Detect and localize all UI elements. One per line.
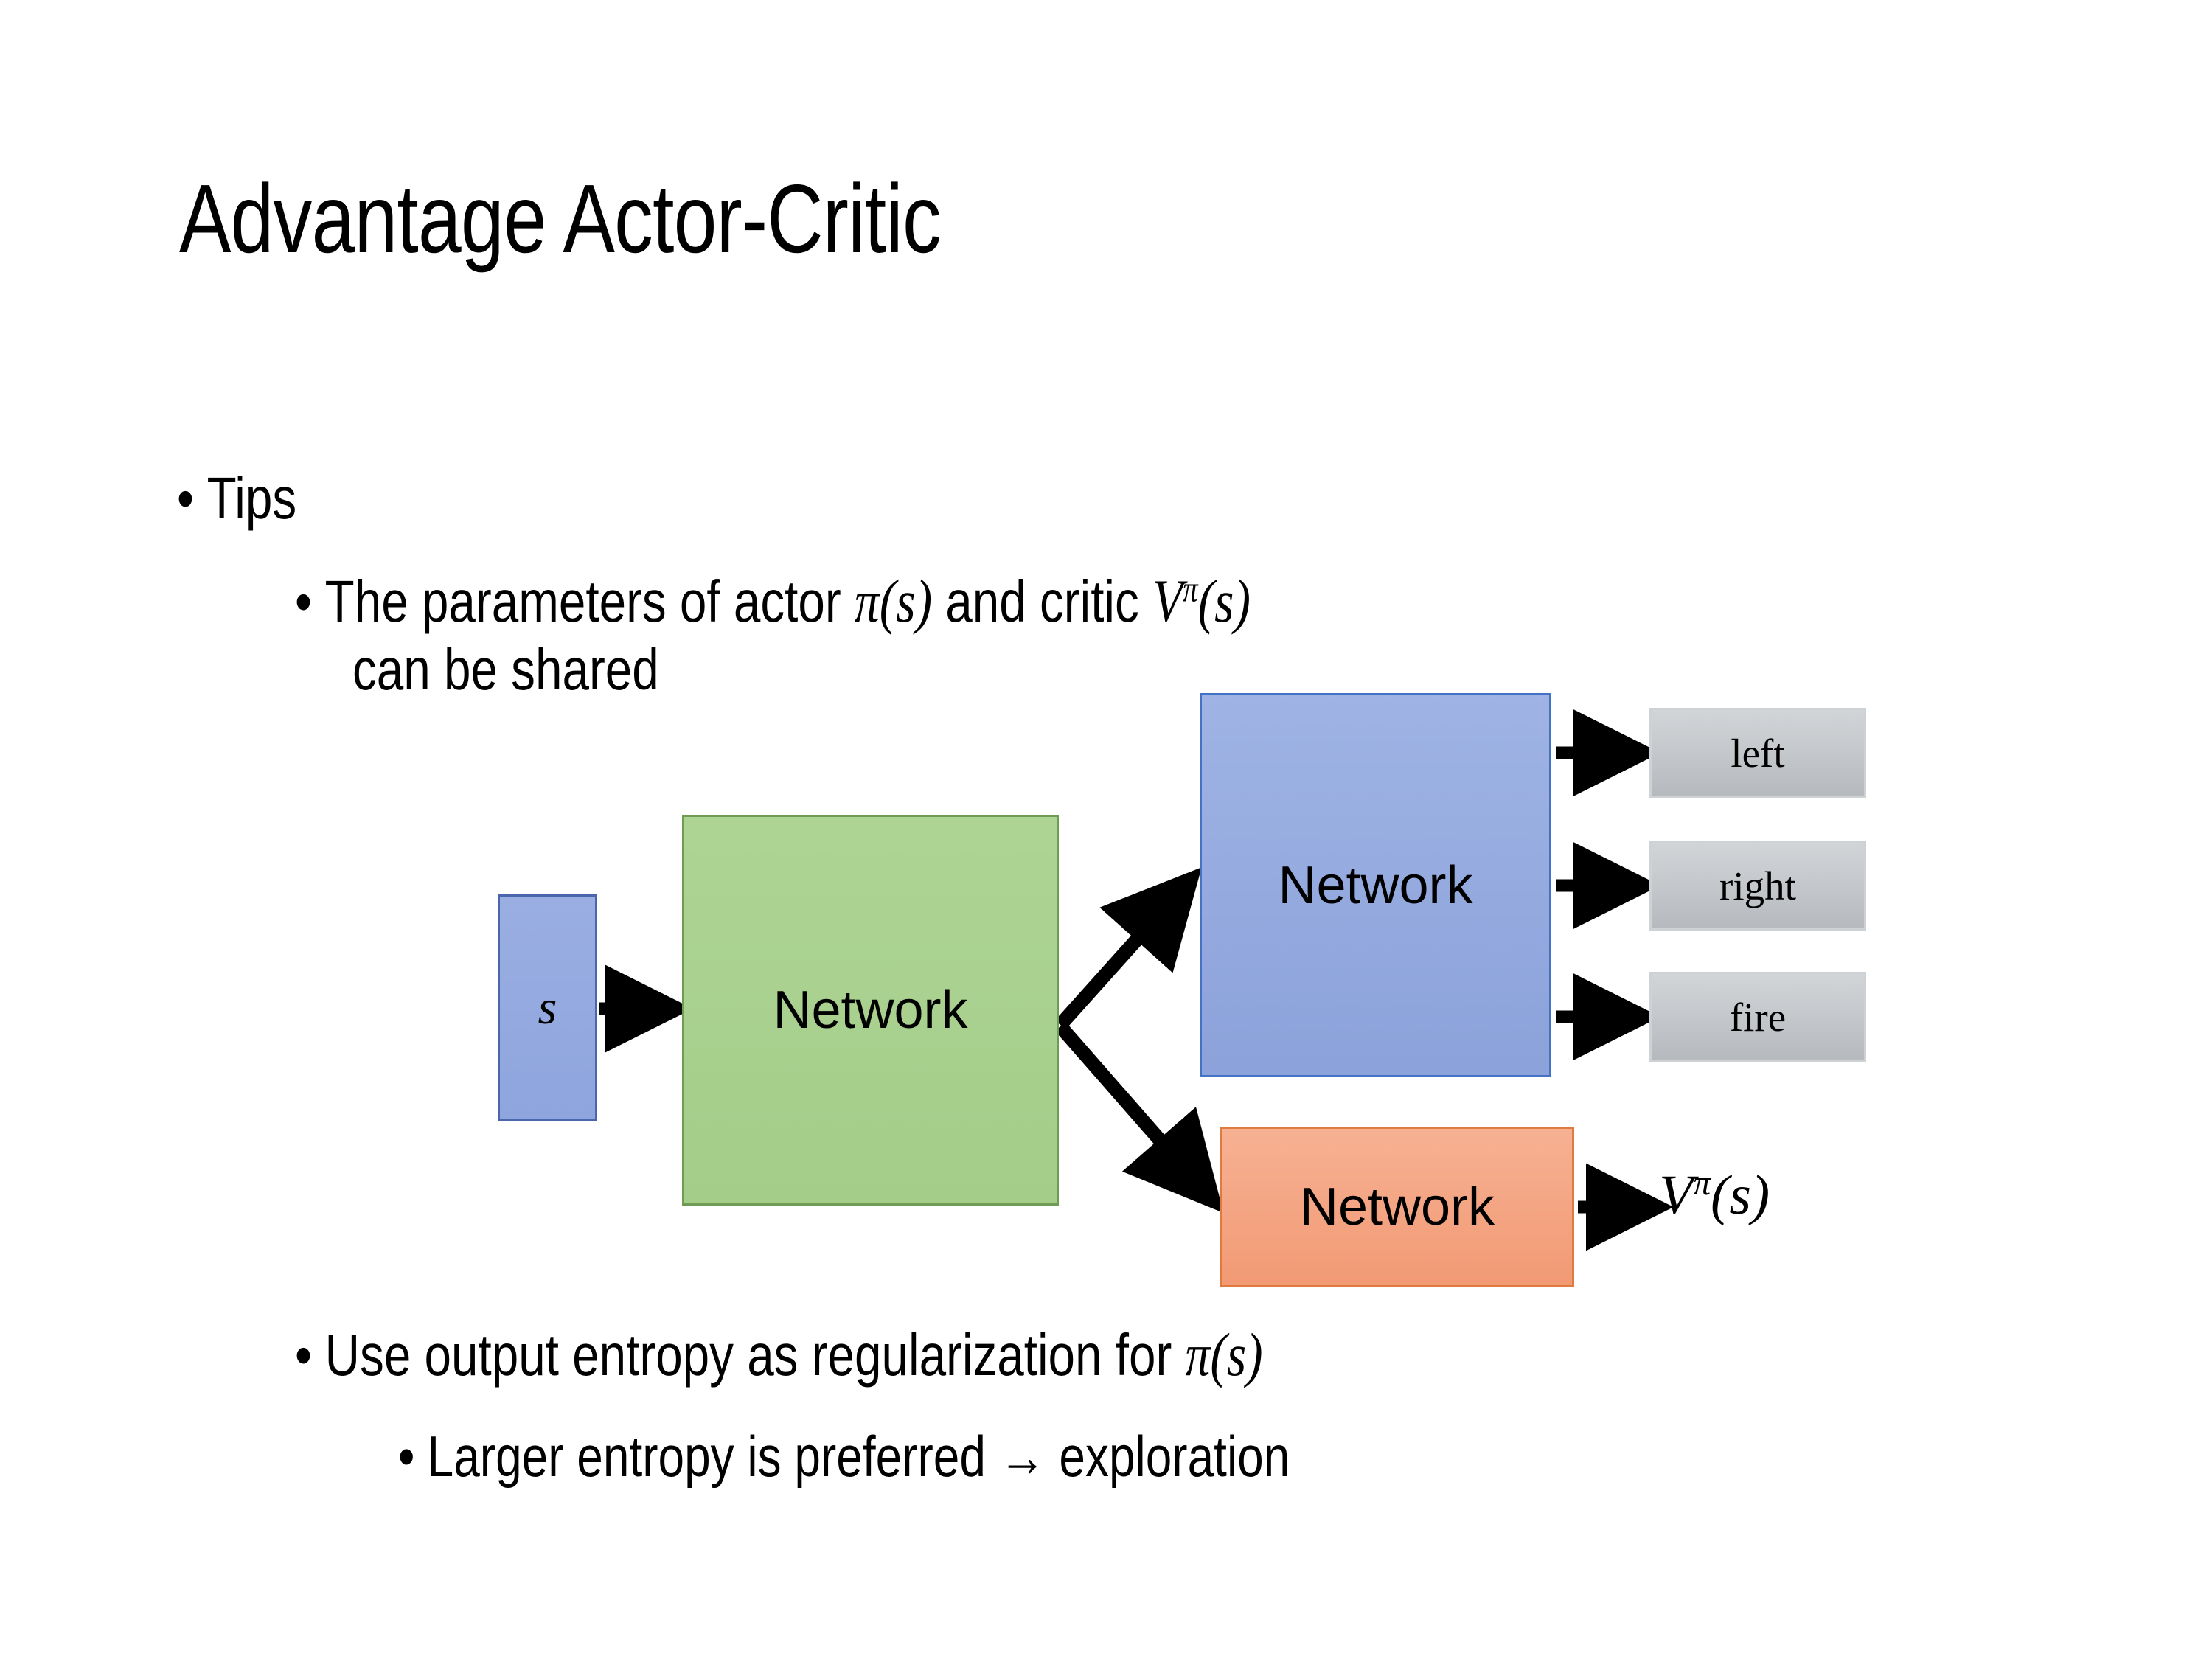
bullet-entropy-regularization: Use output entropy as regularization for… (295, 1320, 1263, 1390)
action-box-right: right (1649, 841, 1866, 931)
bullet-params-mid: and critic (932, 568, 1153, 634)
math-critic-arg: (s) (1197, 568, 1251, 635)
input-state-label: s (538, 980, 557, 1034)
action-label-fire: fire (1729, 994, 1787, 1040)
bullet-parameters-shared-line1: The parameters of actor π(s) and critic … (295, 566, 1251, 636)
page-title: Advantage Actor-Critic (179, 164, 942, 273)
bullet-tips: Tips (177, 465, 297, 532)
math-critic-v: V (1152, 568, 1183, 635)
bullet-tips-label: Tips (206, 465, 297, 531)
action-label-left: left (1731, 730, 1785, 776)
shared-network-label: Network (773, 981, 968, 1040)
value-function-output-label: Vπ(s) (1659, 1164, 1770, 1228)
math-entropy-pi-s: π(s) (1185, 1321, 1263, 1388)
action-label-right: right (1719, 863, 1796, 908)
critic-network-box: Network (1220, 1127, 1574, 1287)
critic-network-label: Network (1299, 1178, 1495, 1237)
arrow-shared-to-actor (1054, 867, 1202, 1030)
shared-network-box: Network (682, 815, 1059, 1206)
action-box-fire: fire (1649, 972, 1866, 1062)
arrow-shared-to-critic (1054, 1021, 1224, 1214)
value-output-arg: (s) (1711, 1164, 1770, 1226)
actor-network-label: Network (1278, 855, 1473, 915)
actor-network-box: Network (1200, 693, 1551, 1077)
value-output-base: V (1659, 1164, 1694, 1226)
action-box-left: left (1649, 708, 1866, 798)
math-critic-superscript-pi: π (1183, 568, 1198, 610)
bullet-larger-entropy-exploration: Larger entropy is preferred → exploratio… (398, 1423, 1290, 1490)
bullet-parameters-shared-line2: can be shared (352, 636, 659, 702)
bullet-params-pre: The parameters of actor (324, 568, 855, 634)
value-output-superscript-pi: π (1693, 1164, 1711, 1203)
input-state-box: s (498, 894, 597, 1121)
math-actor-pi-s: π(s) (854, 568, 933, 635)
bullet-larger-label: Larger entropy is preferred → exploratio… (427, 1424, 1290, 1489)
bullet-entropy-pre: Use output entropy as regularization for (324, 1322, 1186, 1388)
